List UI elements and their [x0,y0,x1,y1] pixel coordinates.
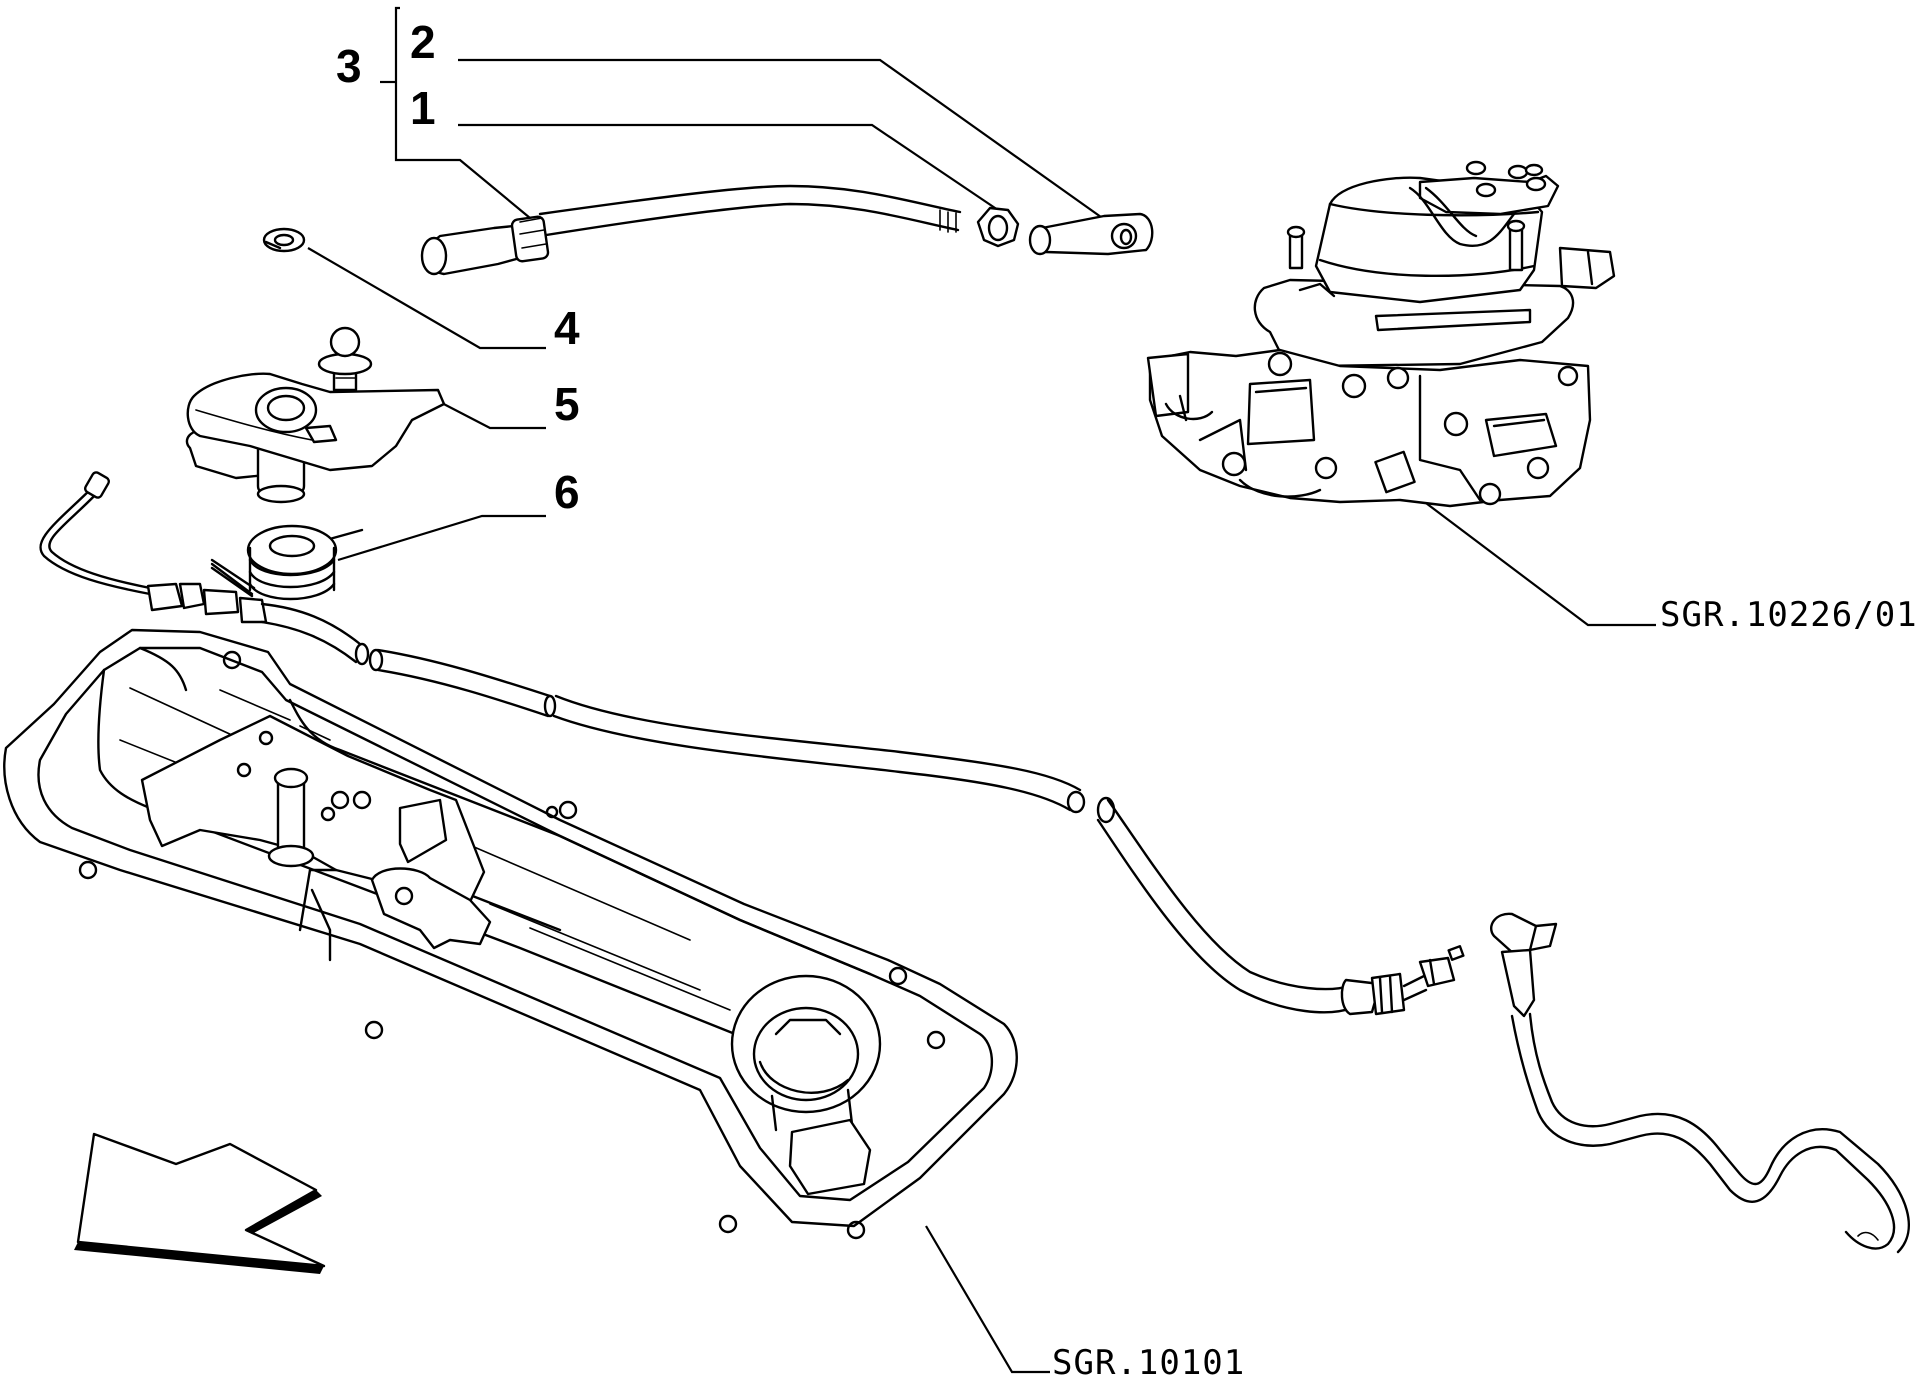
leader-1 [458,123,999,211]
cable-bracket [1490,912,1910,1254]
leader-5 [435,399,546,430]
callout-3: 3 [336,40,362,92]
callout-6: 6 [554,466,580,518]
callout-1: 1 [410,82,436,134]
ref-valve-cover: SGR.10101 [1052,1343,1245,1378]
accelerator-cable [39,471,1465,1016]
clip-4 [262,227,306,253]
callout-group: 2 1 3 4 5 6 SGR.10226/01 SGR.10101 [307,6,1918,1378]
ref-carburetor: SGR.10226/01 [1660,595,1918,635]
valve-cover [3,628,1018,1240]
callout-4: 4 [554,302,580,354]
lever-5 [185,326,446,504]
callout-5: 5 [554,378,580,430]
direction-arrow [74,1132,326,1274]
callout-2: 2 [410,16,436,68]
leader-4 [307,247,546,350]
leader-valve-cover [925,1225,1050,1374]
leader-carburetor [1397,481,1656,627]
rod-assembly [420,184,1154,276]
spring-6 [210,524,364,601]
carburetor [1146,160,1616,508]
leader-6 [337,514,546,562]
bracket-3 [394,6,531,219]
leader-2 [458,58,1109,223]
